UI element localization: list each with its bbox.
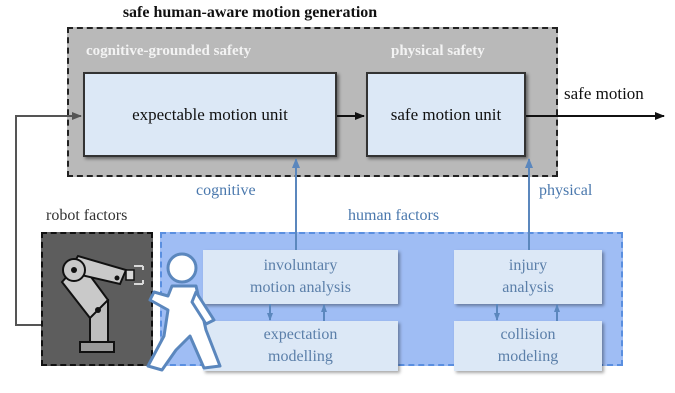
collision-line-1: collision [500, 326, 556, 343]
cognitive-safety-header: cognitive-grounded safety [86, 43, 252, 59]
physical-safety-header: physical safety [391, 43, 485, 59]
collision-line-2: modeling [497, 348, 559, 365]
involuntary-motion-analysis-box: involuntary motion analysis [203, 250, 398, 304]
safe-motion-output-label: safe motion [564, 84, 644, 103]
injury-line-2: analysis [502, 279, 554, 296]
involuntary-line-2: motion analysis [250, 279, 351, 296]
diagram-title: safe human-aware motion generation [122, 4, 378, 21]
expectable-motion-unit: expectable motion unit [83, 72, 337, 157]
expectation-modelling-box: expectation modelling [203, 321, 398, 371]
expectation-line-1: expectation [263, 326, 338, 343]
collision-modeling-box: collision modeling [454, 321, 602, 371]
human-figure-icon [146, 252, 222, 372]
injury-analysis-box: injury analysis [454, 250, 602, 304]
cognitive-edge-label: cognitive [196, 182, 256, 199]
expectation-line-2: modelling [268, 348, 333, 365]
involuntary-line-1: involuntary [263, 257, 338, 274]
robot-factors-label: robot factors [46, 207, 128, 224]
robot-arm-icon [60, 254, 144, 353]
expectable-motion-unit-label: expectable motion unit [132, 104, 288, 124]
human-factors-label: human factors [348, 207, 440, 224]
safe-motion-unit: safe motion unit [366, 72, 526, 157]
physical-edge-label: physical [539, 182, 593, 199]
safe-motion-unit-label: safe motion unit [390, 104, 502, 124]
injury-line-1: injury [508, 257, 548, 274]
robot-feedback-arrow [15, 112, 82, 326]
